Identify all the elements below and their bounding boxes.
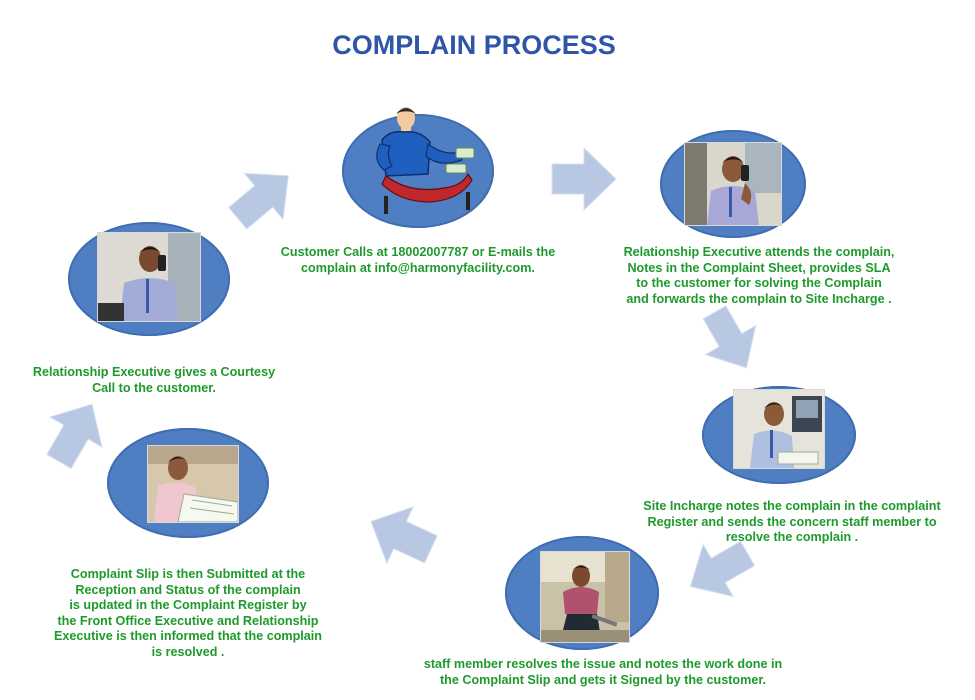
step-text-line: Relationship Executive gives a Courtesy bbox=[32, 365, 276, 379]
step-staff-member-text: staff member resolves the issue and note… bbox=[386, 657, 820, 688]
arrow-to-courtesy-call bbox=[46, 403, 103, 470]
front-office-executive-writing-photo bbox=[147, 445, 239, 523]
arrow-to-relationship-executive bbox=[551, 146, 617, 212]
site-incharge-writing-photo bbox=[733, 389, 825, 469]
step-text-line: Call to the customer. bbox=[92, 380, 216, 395]
step-text-line: Site Incharge notes the complain in the … bbox=[643, 499, 941, 513]
diagram-title: COMPLAIN PROCESS bbox=[332, 30, 616, 60]
arrow-to-site-incharge bbox=[702, 305, 757, 369]
step-text-line: to the customer for solving the Complain bbox=[636, 276, 882, 290]
step-text-line: is updated in the Complaint Register by bbox=[69, 598, 307, 612]
step-text-line: Executive is then informed that the comp… bbox=[53, 629, 323, 643]
step-text-line: and forwards the complain to Site Inchar… bbox=[626, 291, 892, 306]
step-text-line: Register and sends the concern staff mem… bbox=[647, 514, 937, 529]
step-text-line: resolve the complain . bbox=[725, 530, 859, 544]
step-text-line: Customer Calls at 18002007787 or E-mails… bbox=[280, 245, 556, 259]
step-text-line: Notes in the Complaint Sheet, provides S… bbox=[627, 260, 891, 275]
step-text-line: staff member resolves the issue and note… bbox=[423, 657, 783, 671]
arrow-to-staff-member bbox=[689, 540, 756, 598]
step-text-line: the Complaint Slip and gets it Signed by… bbox=[439, 672, 767, 687]
step-text-line: the Front Office Executive and Relations… bbox=[57, 613, 319, 628]
step-relationship-executive-text: Relationship Executive attends the compl… bbox=[598, 245, 920, 307]
step-site-incharge-text: Site Incharge notes the complain in the … bbox=[614, 499, 970, 546]
step-front-office-text: Complaint Slip is then Submitted at the … bbox=[20, 567, 356, 660]
step-text-line: complain at info@harmonyfacility.com. bbox=[301, 260, 535, 275]
arrow-to-front-office bbox=[370, 506, 438, 565]
step-text-line: Complaint Slip is then Submitted at the bbox=[70, 567, 306, 581]
step-customer-call-text: Customer Calls at 18002007787 or E-mails… bbox=[258, 245, 578, 276]
step-text-line: is resolved . bbox=[151, 644, 225, 659]
arrow-to-customer-call bbox=[228, 172, 289, 230]
executive-courtesy-call-photo bbox=[97, 232, 201, 322]
man-on-phone-with-money-illustration bbox=[376, 107, 475, 214]
staff-member-working-photo bbox=[540, 551, 630, 643]
step-text-line: Reception and Status of the complain bbox=[75, 582, 301, 597]
executive-on-phone-photo bbox=[684, 142, 782, 226]
step-text-line: Relationship Executive attends the compl… bbox=[623, 245, 895, 259]
step-courtesy-call-text: Relationship Executive gives a Courtesy … bbox=[4, 365, 304, 396]
